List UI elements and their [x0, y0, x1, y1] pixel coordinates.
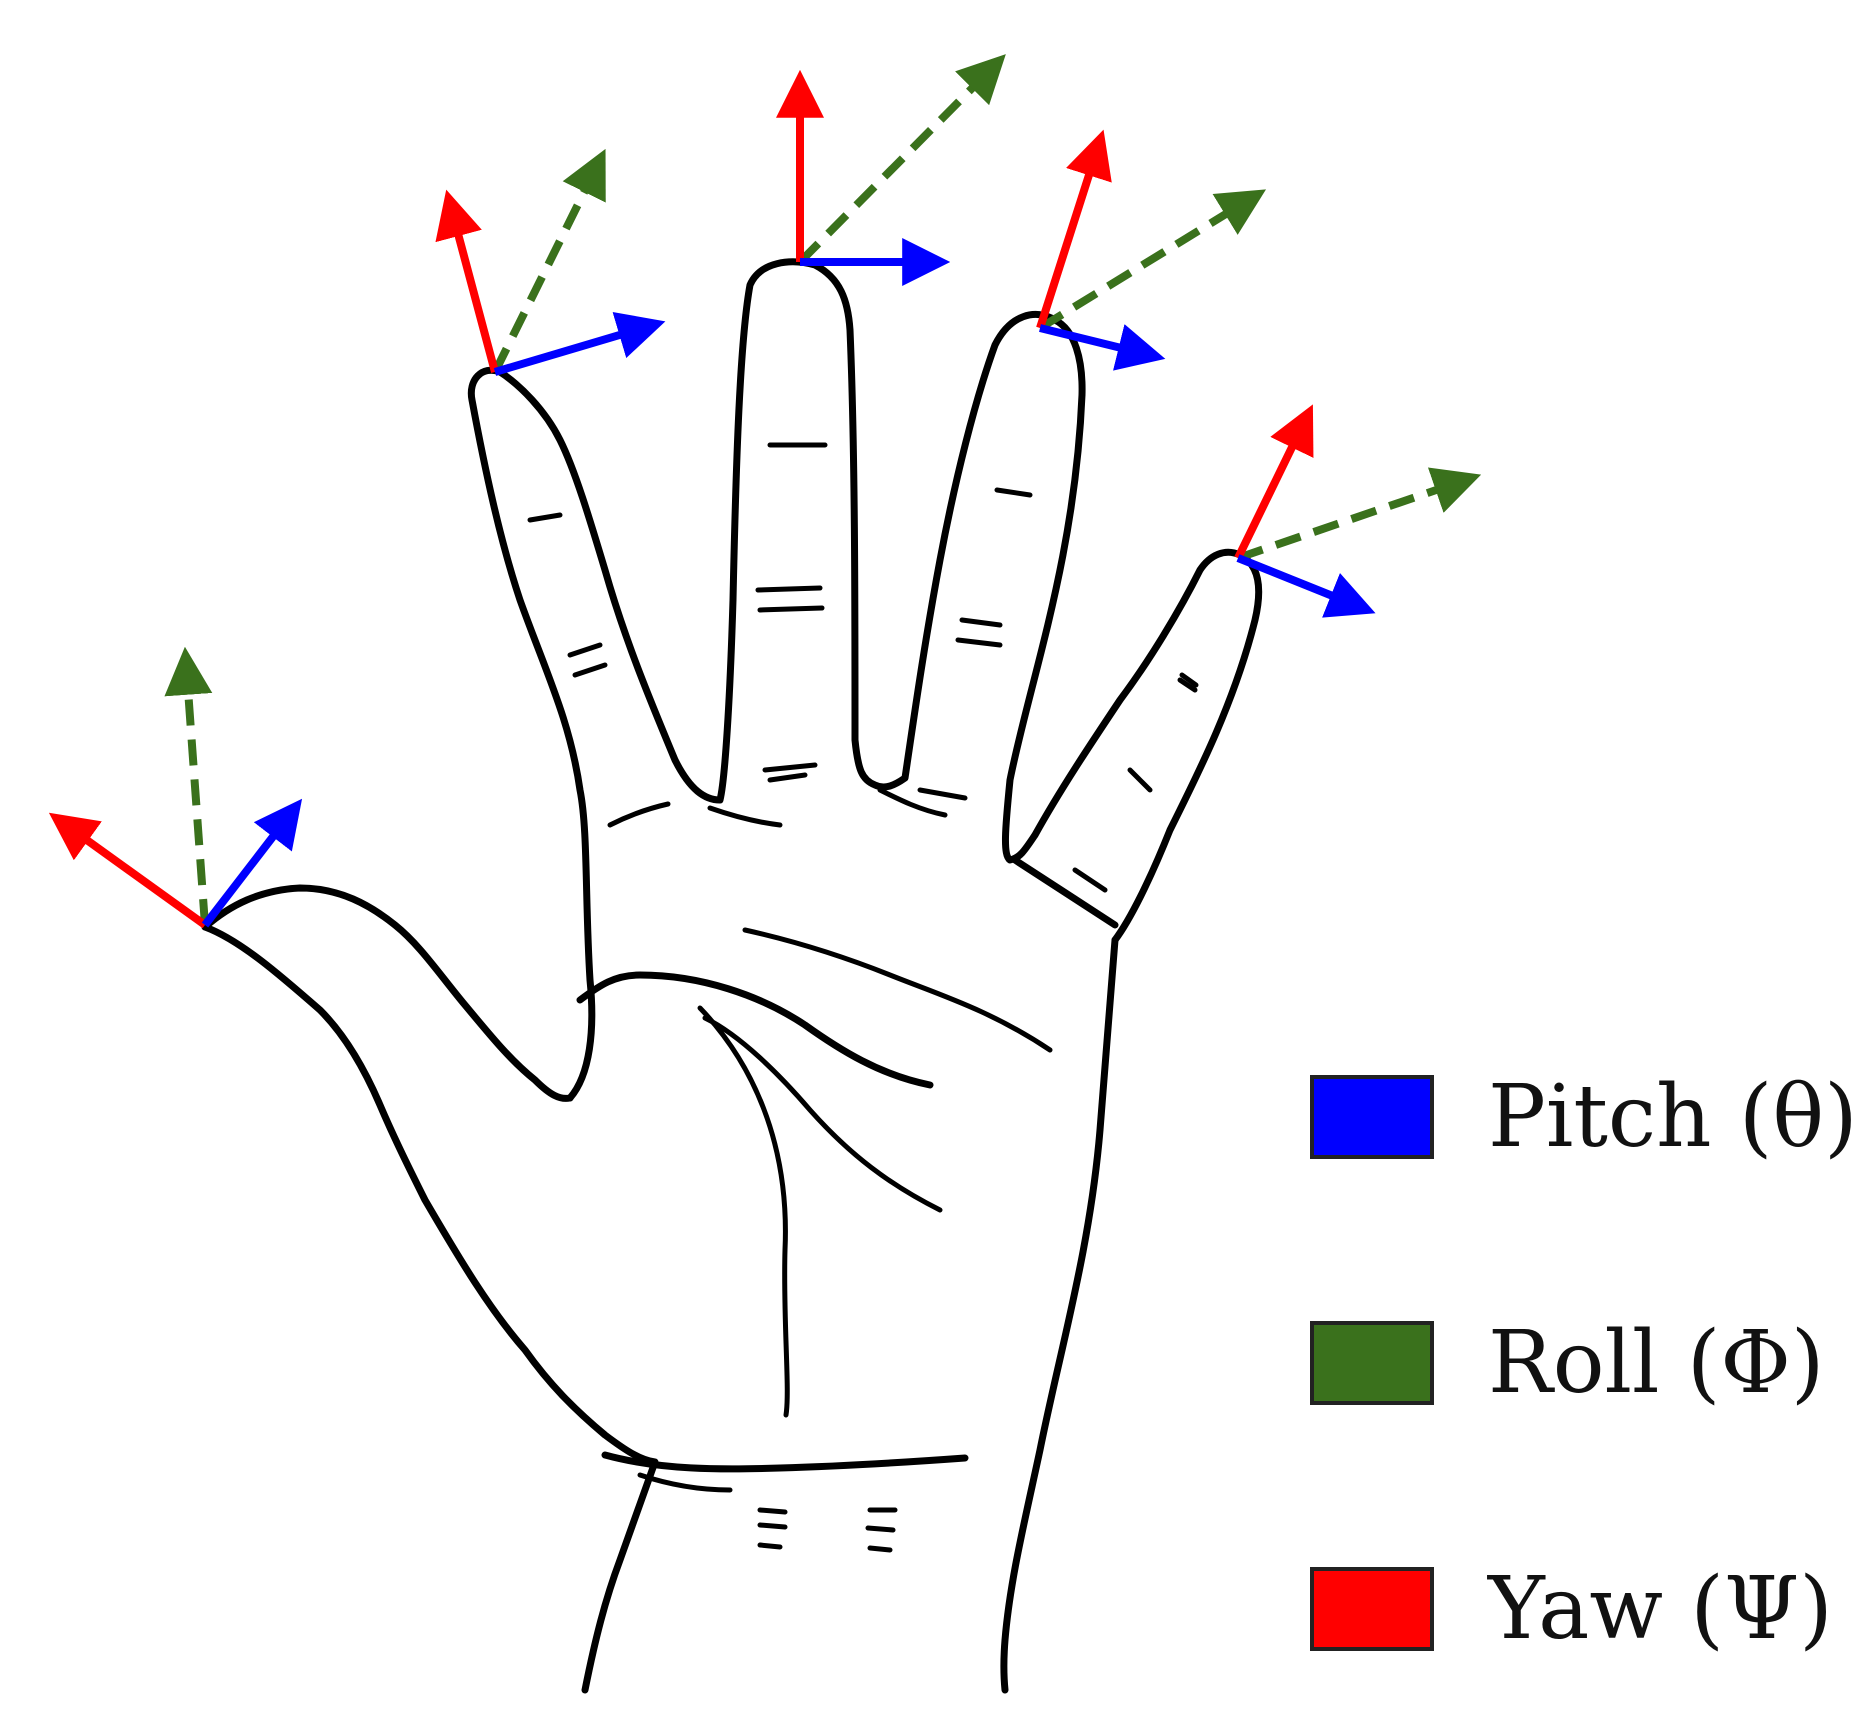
- yaw-swatch: [1310, 1567, 1434, 1651]
- little-pitch-arrow: [1236, 554, 1376, 618]
- legend-item-roll: Roll (Φ): [1310, 1311, 1850, 1415]
- index-yaw-arrow: [435, 189, 499, 374]
- legend-item-yaw: Yaw (Ψ): [1310, 1557, 1850, 1661]
- ring-roll-arrow: [1037, 189, 1267, 332]
- middle-roll-arrow: [797, 54, 1006, 265]
- ring-yaw-arrow: [1036, 129, 1112, 330]
- middle-axes: [776, 54, 1006, 286]
- palm-creases: [527, 442, 1199, 1553]
- index-pitch-arrow: [493, 312, 666, 376]
- little-roll-arrow: [1236, 467, 1482, 562]
- little-axes: [1234, 404, 1482, 618]
- thumb-axes: [48, 646, 303, 929]
- ring-pitch-arrow: [1039, 324, 1166, 371]
- legend-item-pitch: Pitch (θ): [1310, 1065, 1857, 1169]
- roll-swatch: [1310, 1321, 1434, 1405]
- pitch-label: Pitch (θ): [1488, 1067, 1857, 1167]
- roll-label: Roll (Φ): [1488, 1313, 1825, 1413]
- little-yaw-arrow: [1234, 404, 1314, 560]
- thumb-yaw-arrow: [48, 812, 208, 929]
- legend: Pitch (θ) Roll (Φ) Yaw (Ψ): [1310, 1065, 1857, 1661]
- thumb-roll-arrow: [164, 646, 213, 926]
- ring-axes: [1036, 129, 1267, 371]
- hand-outline: [201, 258, 1263, 1694]
- yaw-label: Yaw (Ψ): [1488, 1559, 1833, 1659]
- thumb-pitch-arrow: [201, 798, 303, 928]
- pitch-swatch: [1310, 1075, 1434, 1159]
- index-roll-arrow: [491, 148, 606, 374]
- fingertip-axes: [48, 54, 1482, 929]
- index-axes: [435, 148, 666, 376]
